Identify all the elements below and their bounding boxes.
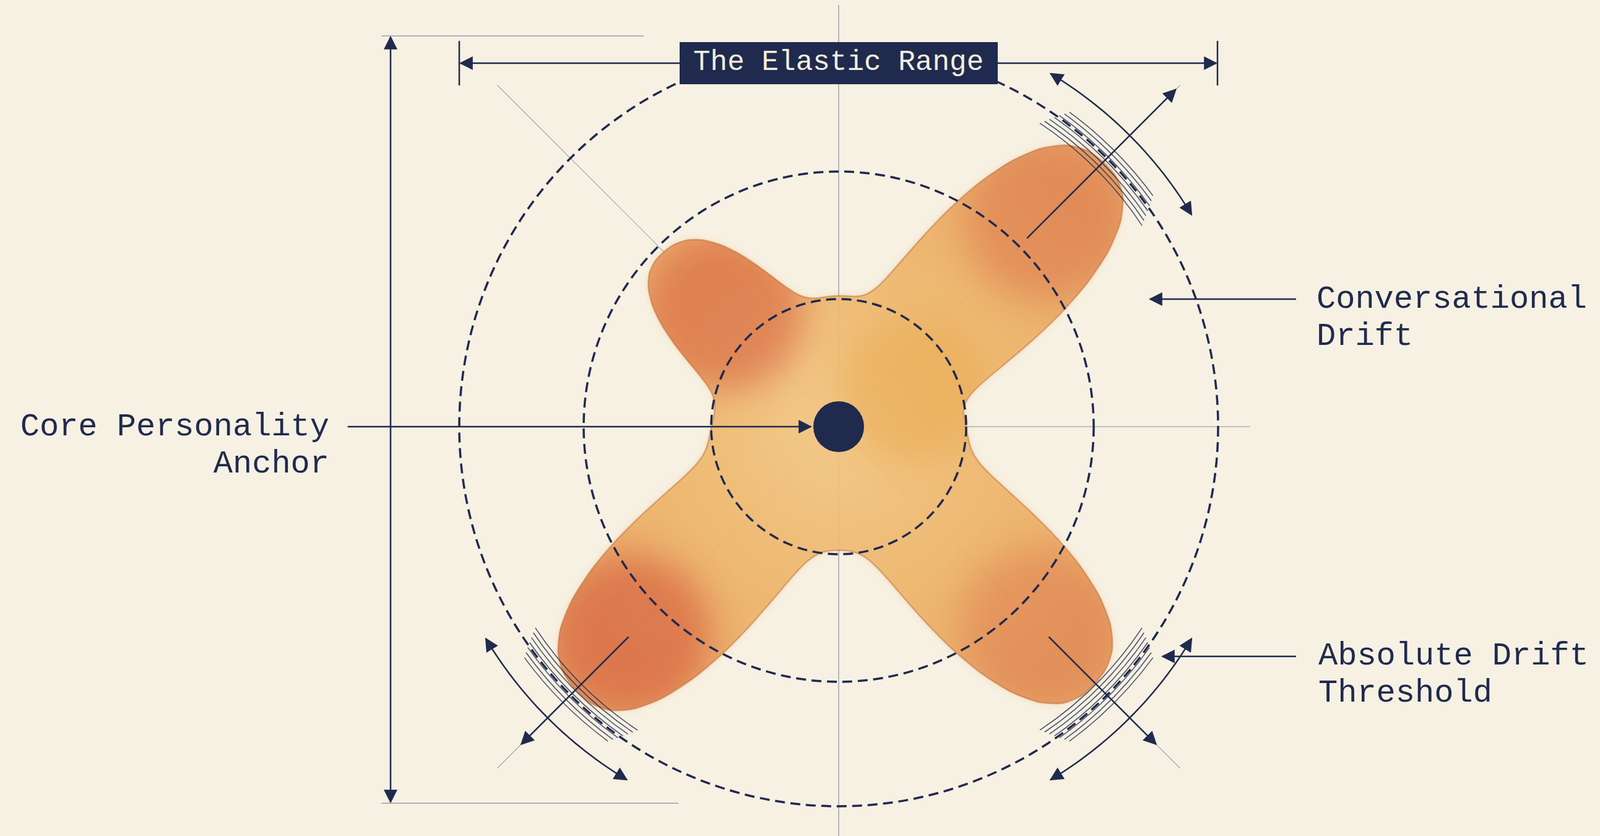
callout-label: Core Personality Anchor (1, 408, 330, 483)
dimension-line (389, 37, 392, 802)
leader-line (1162, 655, 1297, 658)
dimension-tick (1216, 40, 1219, 86)
callout-label: Absolute Drift Threshold (1318, 637, 1600, 712)
leader-line (347, 425, 811, 428)
leader-line (1150, 298, 1297, 301)
drift-arrow (1048, 636, 1156, 744)
callout-label: Conversational Drift (1316, 281, 1600, 356)
anchor-dot (813, 401, 865, 452)
drift-arrow (521, 636, 629, 744)
leader-lines (347, 298, 1297, 657)
dimension-tick (458, 40, 461, 86)
title-text: The Elastic Range (693, 45, 985, 80)
dimension-tick (381, 35, 644, 37)
wash-spot (642, 230, 804, 392)
diagram-art (346, 4, 1251, 836)
guide-line (346, 425, 1251, 427)
drift-arrow (1026, 89, 1176, 239)
dimension-lines (381, 35, 1218, 803)
title-box: The Elastic Range (679, 42, 998, 85)
dimension-tick (381, 802, 679, 804)
